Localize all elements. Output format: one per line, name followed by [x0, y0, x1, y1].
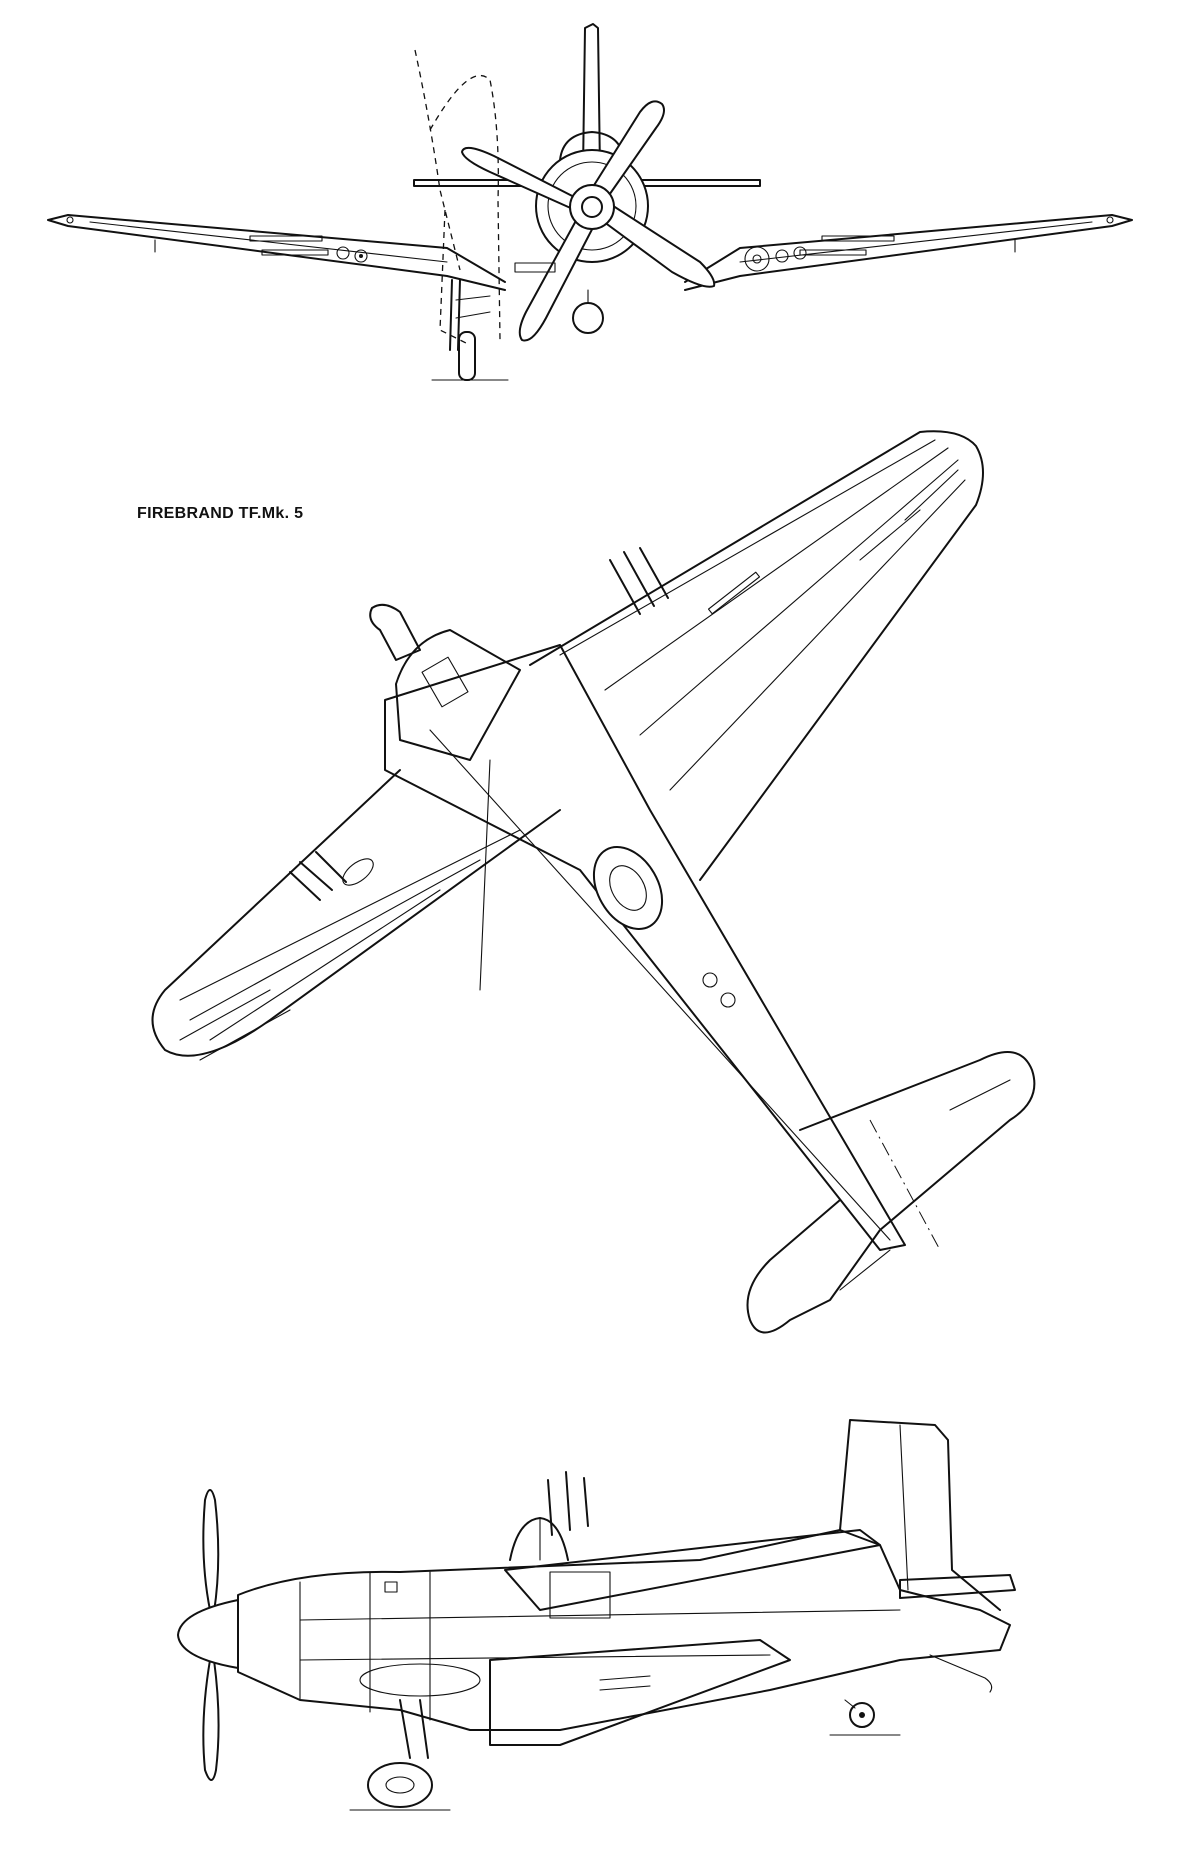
- front-gear-door: [455, 295, 491, 319]
- plan-upper-wing-line-1: [559, 439, 936, 656]
- front-left-wingtip-light: [66, 216, 74, 224]
- plan-tailplane: [746, 1051, 1036, 1334]
- front-left-wing: [47, 214, 506, 291]
- side-rudder-hinge: [899, 1424, 909, 1591]
- plan-view: [151, 430, 1036, 1334]
- front-left-wing-line: [89, 221, 448, 263]
- side-propeller-blade-lower: [202, 1659, 220, 1781]
- plan-upper-cannon-barrels: [609, 547, 669, 615]
- side-tailplane: [899, 1574, 1016, 1599]
- side-fuselage-line: [299, 1609, 901, 1621]
- side-wing-vents: [599, 1675, 651, 1691]
- plan-fuselage-port-2: [720, 992, 736, 1008]
- front-cowling-inner-ring: [547, 161, 637, 251]
- front-prop-blade-4: [461, 146, 585, 215]
- side-tail-wheel-hub: [859, 1712, 865, 1718]
- plan-lower-wing-fold-line: [479, 759, 491, 991]
- side-gear-bay: [359, 1663, 481, 1697]
- front-propeller: [461, 100, 716, 342]
- side-view: [177, 1419, 1016, 1811]
- plan-upper-wing: [529, 430, 984, 881]
- front-right-roundel-outer: [744, 246, 770, 272]
- plan-upper-cannon-fairing: [707, 571, 761, 615]
- front-right-wing-line: [739, 221, 1093, 263]
- front-prop-blade-2: [595, 199, 716, 288]
- plan-upper-wing-line-4: [669, 479, 966, 791]
- front-right-cannon-inner: [799, 249, 867, 256]
- plan-fuselage-center-line: [429, 729, 891, 1241]
- side-cannon-barrels: [547, 1471, 589, 1536]
- side-main-gear-leg: [399, 1699, 429, 1759]
- plan-upper-wing-line-2: [604, 447, 949, 691]
- plan-lower-aileron: [179, 989, 291, 1061]
- front-left-cannon-outer: [249, 235, 323, 242]
- side-fin: [839, 1419, 1001, 1611]
- plan-tail-center-line: [869, 1119, 941, 1251]
- plan-spinner: [369, 603, 421, 661]
- front-left-gun-port-a: [336, 246, 350, 260]
- side-canopy: [509, 1517, 569, 1561]
- plan-fuselage-port-1: [702, 972, 718, 988]
- plan-upper-aileron: [859, 469, 959, 561]
- plan-engine-panel: [421, 656, 469, 708]
- front-left-gun-port-b: [354, 249, 368, 263]
- front-prop-blade-3: [518, 205, 601, 342]
- front-tail-wheel: [572, 302, 604, 334]
- side-fuselage: [237, 1529, 1011, 1731]
- side-torpedo-bay: [504, 1529, 881, 1611]
- plan-lower-cannon-fairing: [342, 858, 374, 886]
- front-right-gun-port-a: [775, 249, 789, 263]
- plan-engine-cowling: [395, 629, 521, 761]
- front-right-gun-port-b: [793, 246, 807, 260]
- front-right-wing: [684, 214, 1133, 291]
- front-prop-blade-1: [585, 100, 665, 209]
- plan-cockpit-seat: [609, 865, 647, 911]
- front-main-wheel: [458, 331, 476, 381]
- plan-cockpit-canopy: [592, 846, 664, 930]
- front-right-wingtip-light: [1106, 216, 1114, 224]
- drawing-title: FIREBRAND TF.Mk. 5: [137, 505, 304, 522]
- side-cowl-inlet: [384, 1581, 398, 1593]
- plan-lower-wing: [151, 769, 561, 1057]
- side-wing-root: [489, 1639, 791, 1746]
- plan-lower-wing-line-3: [209, 889, 441, 1041]
- plan-elevator-lines: [839, 1079, 1011, 1291]
- plan-lower-wing-line-2: [189, 859, 481, 1021]
- front-right-cannon-outer: [821, 235, 895, 242]
- front-left-cannon-inner: [261, 249, 329, 256]
- front-tailplane: [413, 179, 761, 187]
- plan-upper-wing-line-3: [639, 459, 959, 736]
- front-intake-grille: [514, 262, 556, 273]
- plan-lower-wing-line-1: [179, 829, 521, 1001]
- front-folded-wing-outline: [414, 49, 501, 346]
- front-spinner-hub: [581, 196, 603, 218]
- front-left-gun-port-b-dot: [359, 254, 363, 258]
- plan-fuselage: [384, 644, 906, 1251]
- side-main-wheel-hub: [385, 1776, 415, 1794]
- front-view: [47, 23, 1133, 381]
- side-main-wheel: [367, 1762, 433, 1808]
- side-arrestor-hook: [929, 1654, 993, 1693]
- plan-lower-cannon-barrels: [289, 851, 347, 901]
- side-spinner: [177, 1599, 239, 1669]
- side-access-panel: [549, 1571, 611, 1619]
- front-fin: [582, 23, 601, 171]
- front-right-roundel-inner: [752, 254, 762, 264]
- side-propeller-blade-upper: [202, 1489, 220, 1613]
- side-tail-wheel-strut: [844, 1699, 856, 1709]
